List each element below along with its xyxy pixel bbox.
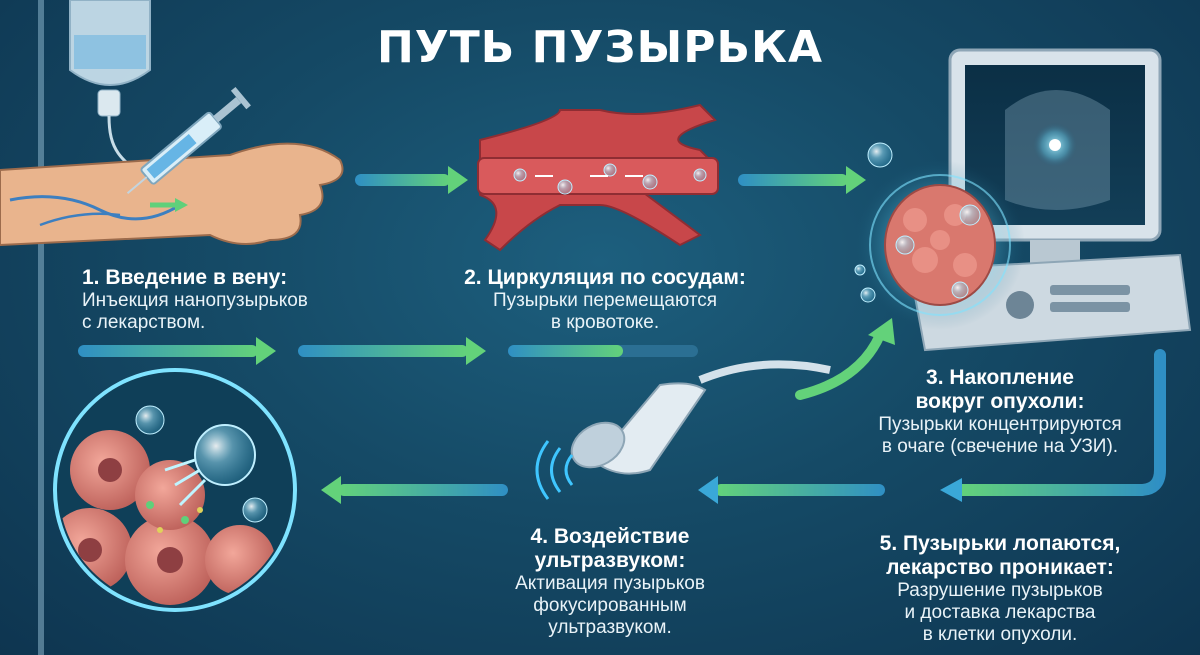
step-2-description: Пузырьки перемещаются в кровотоке. — [440, 290, 770, 334]
page-title: ПУТЬ ПУЗЫРЬКА — [376, 22, 824, 73]
step-1-description-line: с лекарством. — [82, 312, 206, 333]
step-5-heading-line: 5. Пузырьки лопаются, — [879, 532, 1121, 555]
ultrasound-probe-icon — [570, 360, 831, 475]
blood-vessel-icon — [477, 103, 719, 252]
step-2: 2. Циркуляция по сосудам: Пузырьки перем… — [440, 266, 770, 334]
step-1-heading-line: 1. Введение в вену: — [82, 266, 288, 289]
arrow-icon — [940, 349, 1166, 502]
step-1-description-line: Инъекция нанопузырьков — [82, 290, 308, 311]
step-4-description: Активация пузырьков фокусированным ультр… — [470, 573, 750, 639]
step-4-description-line: Активация пузырьков — [515, 573, 705, 594]
step-4-description-line: фокусированным — [533, 595, 687, 616]
step-5-description: Разрушение пузырьков и доставка лекарств… — [840, 580, 1160, 646]
arrow-icon — [321, 476, 885, 504]
step-4: 4. Воздействие ультразвуком: Активация п… — [470, 525, 750, 639]
step-2-description-line: в кровотоке. — [550, 312, 660, 333]
step-5-heading-line: лекарство проникает: — [886, 556, 1114, 579]
arrow-icon — [78, 337, 698, 365]
syringe-icon — [126, 86, 251, 194]
step-3-description: Пузырьки концентрируются в очаге (свечен… — [840, 414, 1160, 458]
step-3-heading: 3. Накопление вокруг опухоли: — [840, 366, 1160, 414]
arrow-icon — [795, 318, 895, 400]
step-5: 5. Пузырьки лопаются, лекарство проникае… — [840, 532, 1160, 646]
step-2-heading-line: 2. Циркуляция по сосудам: — [464, 266, 746, 289]
step-4-heading: 4. Воздействие ультразвуком: — [470, 525, 750, 573]
step-3-description-line: Пузырьки концентрируются — [878, 414, 1122, 435]
sound-wave-icon — [535, 440, 574, 500]
step-4-heading-line: 4. Воздействие — [530, 525, 690, 548]
step-1: 1. Введение в вену: Инъекция нанопузырьк… — [82, 266, 412, 334]
step-3: 3. Накопление вокруг опухоли: Пузырьки к… — [840, 366, 1160, 458]
tumor-icon — [854, 142, 1025, 330]
step-2-heading: 2. Циркуляция по сосудам: — [440, 266, 770, 290]
step-5-description-line: в клетки опухоли. — [922, 624, 1078, 645]
burst-cell-icon — [53, 368, 297, 612]
step-3-heading-line: вокруг опухоли: — [915, 390, 1085, 413]
arm-icon — [0, 142, 344, 247]
step-1-heading: 1. Введение в вену: — [82, 266, 412, 290]
step-4-heading-line: ультразвуком: — [534, 549, 686, 572]
step-5-description-line: и доставка лекарства — [904, 602, 1096, 623]
step-3-description-line: в очаге (свечение на УЗИ). — [881, 436, 1119, 457]
arrow-icon — [355, 166, 866, 194]
step-3-heading-line: 3. Накопление — [926, 366, 1074, 389]
ultrasound-monitor-icon — [908, 48, 1192, 352]
step-4-description-line: ультразвуком. — [548, 617, 672, 638]
step-5-description-line: Разрушение пузырьков — [897, 580, 1103, 601]
step-1-description: Инъекция нанопузырьков с лекарством. — [82, 290, 412, 334]
step-5-heading: 5. Пузырьки лопаются, лекарство проникае… — [840, 532, 1160, 580]
step-2-description-line: Пузырьки перемещаются — [492, 290, 718, 311]
iv-drip-icon — [38, 0, 151, 655]
